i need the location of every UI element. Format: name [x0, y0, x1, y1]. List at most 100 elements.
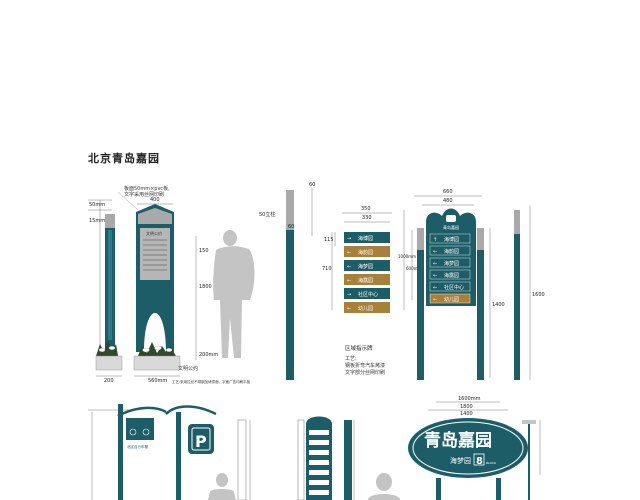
sign2-dim-710: 710 [322, 266, 332, 272]
sign3-item-arrow: ← [433, 273, 437, 279]
sign1-text-lines [143, 239, 167, 271]
sign2-item-label: 海博园 [358, 235, 373, 242]
sign2-item-plate [344, 302, 390, 313]
sign2-item: → 海博园 [344, 232, 390, 243]
sign1-craft: 工艺:采用拉丝不锈钢加烤漆面，字面广告印刷平板 [172, 379, 251, 384]
sign2-dim-115: 115 [324, 237, 334, 243]
sign2-item-label: 社区中心 [358, 291, 378, 298]
sign2-item-label: 海韵园 [358, 249, 373, 256]
sign2-craft-line-1: 钢板折弯汽车烤漆 [345, 362, 385, 369]
sign1-note-line2: 文字采用丝网印刷 [124, 191, 164, 198]
sign2-craft-line-2: 文字部分丝网印刷 [345, 369, 385, 376]
sign2-item: ← 海梦园 [344, 260, 390, 271]
person-silhouette-1 [213, 230, 255, 358]
sign2-item-label: 幼儿园 [358, 305, 373, 312]
sign1-group: 50mm 15mm 板面50mm×pvc板, 文字采用丝网印刷 400 文明公约… [88, 185, 251, 384]
sign3-item-plate [429, 281, 471, 292]
big-sign-num-sub: BLOCK [486, 461, 497, 465]
sign3-item: ← 海梦园 [429, 257, 471, 268]
bike-sign-text: 北区自行车棚 [127, 444, 148, 449]
sign3-item: ← 社区中心 [429, 281, 471, 292]
bottom-row: 北区自行车棚 P [88, 396, 541, 500]
sign3-item: ← 海露园 [429, 269, 471, 280]
big-sign-name: 青岛嘉园 [424, 430, 492, 451]
sign2-item-arrow: ← [347, 278, 351, 284]
sign2-item-plate [344, 274, 390, 285]
sign1-dim-400: 400 [150, 197, 160, 203]
big-sign-sub: 海梦园 [450, 456, 471, 465]
sign1-heading: 文明公约 [146, 230, 162, 236]
sign3-item: ← 海韵园 [429, 245, 471, 256]
parking-letter: P [195, 432, 207, 451]
plant-right [138, 342, 176, 356]
sign2-dim-330: 330 [362, 215, 372, 221]
sign2-item-arrow: → [347, 292, 351, 298]
plant-left [96, 340, 118, 356]
sign3-item-plate [429, 233, 471, 244]
sign3-item-plate [429, 257, 471, 268]
sign3-item-label: 社区中心 [444, 284, 464, 291]
sign2-dim-60b: 60 [288, 224, 294, 230]
sign3-item-arrow: ↑ [433, 237, 437, 243]
sign1-dim-200w: 200 [104, 378, 114, 384]
sign2-item-plate [344, 232, 390, 243]
sign2-item-arrow: ← [347, 250, 351, 256]
sign2-item: → 社区中心 [344, 288, 390, 299]
sign3-dim-480: 480 [443, 198, 453, 204]
sign2-item-arrow: ← [347, 264, 351, 270]
sign3-item-plate [429, 293, 471, 304]
sign2-panels: → 海博园 ← 海韵园 ← 海梦园 ← 海露园 → 社区中心 ← 幼儿园 [344, 232, 390, 313]
sign3-dim-600: 600mm [406, 266, 422, 271]
sign2-item-plate [344, 260, 390, 271]
sign1-caption: 文明公约 [178, 365, 198, 372]
sign3-dim-1000: 1000mm [398, 254, 416, 259]
sign3-item-arrow: ← [433, 249, 437, 255]
sign2-item-plate [344, 246, 390, 257]
vertical-sign-items [309, 430, 329, 495]
sign1-dim-15: 15mm [89, 218, 105, 224]
page-title: 北京青岛嘉园 [88, 152, 160, 165]
sign2-dim-350: 350 [361, 206, 371, 212]
sign3-top-label: 青岛嘉园 [443, 224, 459, 230]
sign2-item: ← 幼儿园 [344, 302, 390, 313]
sign3-group: 660 480 1000mm 600mm 青岛嘉园 ↑ 海博园 ← 海韵园 ← 海梦园 ← 海… [398, 189, 545, 380]
sign3-item-label: 海梦园 [444, 260, 459, 267]
big-sign-dim-2: 1800 [460, 404, 473, 410]
sign2-caption: 区域指示牌 [345, 344, 373, 352]
sign3-dim-1400: 1400 [492, 302, 505, 308]
big-sign-dim-1: 1600mm [458, 396, 481, 402]
sign1-dim-200: 200mm [199, 352, 218, 358]
sign2-item: ← 海韵园 [344, 246, 390, 257]
sign2-item-label: 海梦园 [358, 263, 373, 270]
sign3-dim-1600: 1600 [532, 292, 545, 298]
sign3-item-label: 海韵园 [444, 248, 459, 255]
sign1-note-line1: 板面50mm×pvc板, [124, 185, 170, 192]
sign3-item-label: 海博园 [444, 236, 459, 243]
sign2-item: ← 海露园 [344, 274, 390, 285]
sign2-dim-60: 60 [309, 182, 315, 188]
sign2-group: 60 50立柱 60 350 330 115 710 →海博园←海韵园←海梦园←… [259, 182, 392, 380]
sign3-item: ← 幼儿园 [429, 293, 471, 304]
person-silhouette-2 [208, 473, 236, 500]
sign3-item-arrow: ← [433, 297, 437, 303]
sign1-dim-150: 150 [199, 248, 209, 254]
sign3-item: ↑ 海博园 [429, 233, 471, 244]
sign2-item-plate [344, 288, 390, 299]
sign1-dim-1800: 1800 [199, 284, 212, 290]
sign3-item-arrow: ← [433, 261, 437, 267]
sign3-item-label: 海露园 [444, 272, 459, 279]
sign2-item-arrow: → [347, 236, 351, 242]
big-sign-num: 8 [476, 456, 483, 467]
sign3-item-label: 幼儿园 [444, 296, 459, 303]
sign2-item-arrow: ← [347, 306, 351, 312]
sign2-item-label: 海露园 [358, 277, 373, 284]
sign3-item-plate [429, 245, 471, 256]
big-sign-dim-3: 1400 [460, 411, 473, 417]
sign3-item-arrow: ← [433, 285, 437, 291]
sign3-item-plate [429, 269, 471, 280]
sign3-dim-660: 660 [443, 189, 453, 195]
sign2-craft-label: 工艺: [345, 356, 357, 362]
sign1-dim-560: 560mm [148, 378, 167, 384]
person-silhouette-3 [368, 473, 400, 500]
